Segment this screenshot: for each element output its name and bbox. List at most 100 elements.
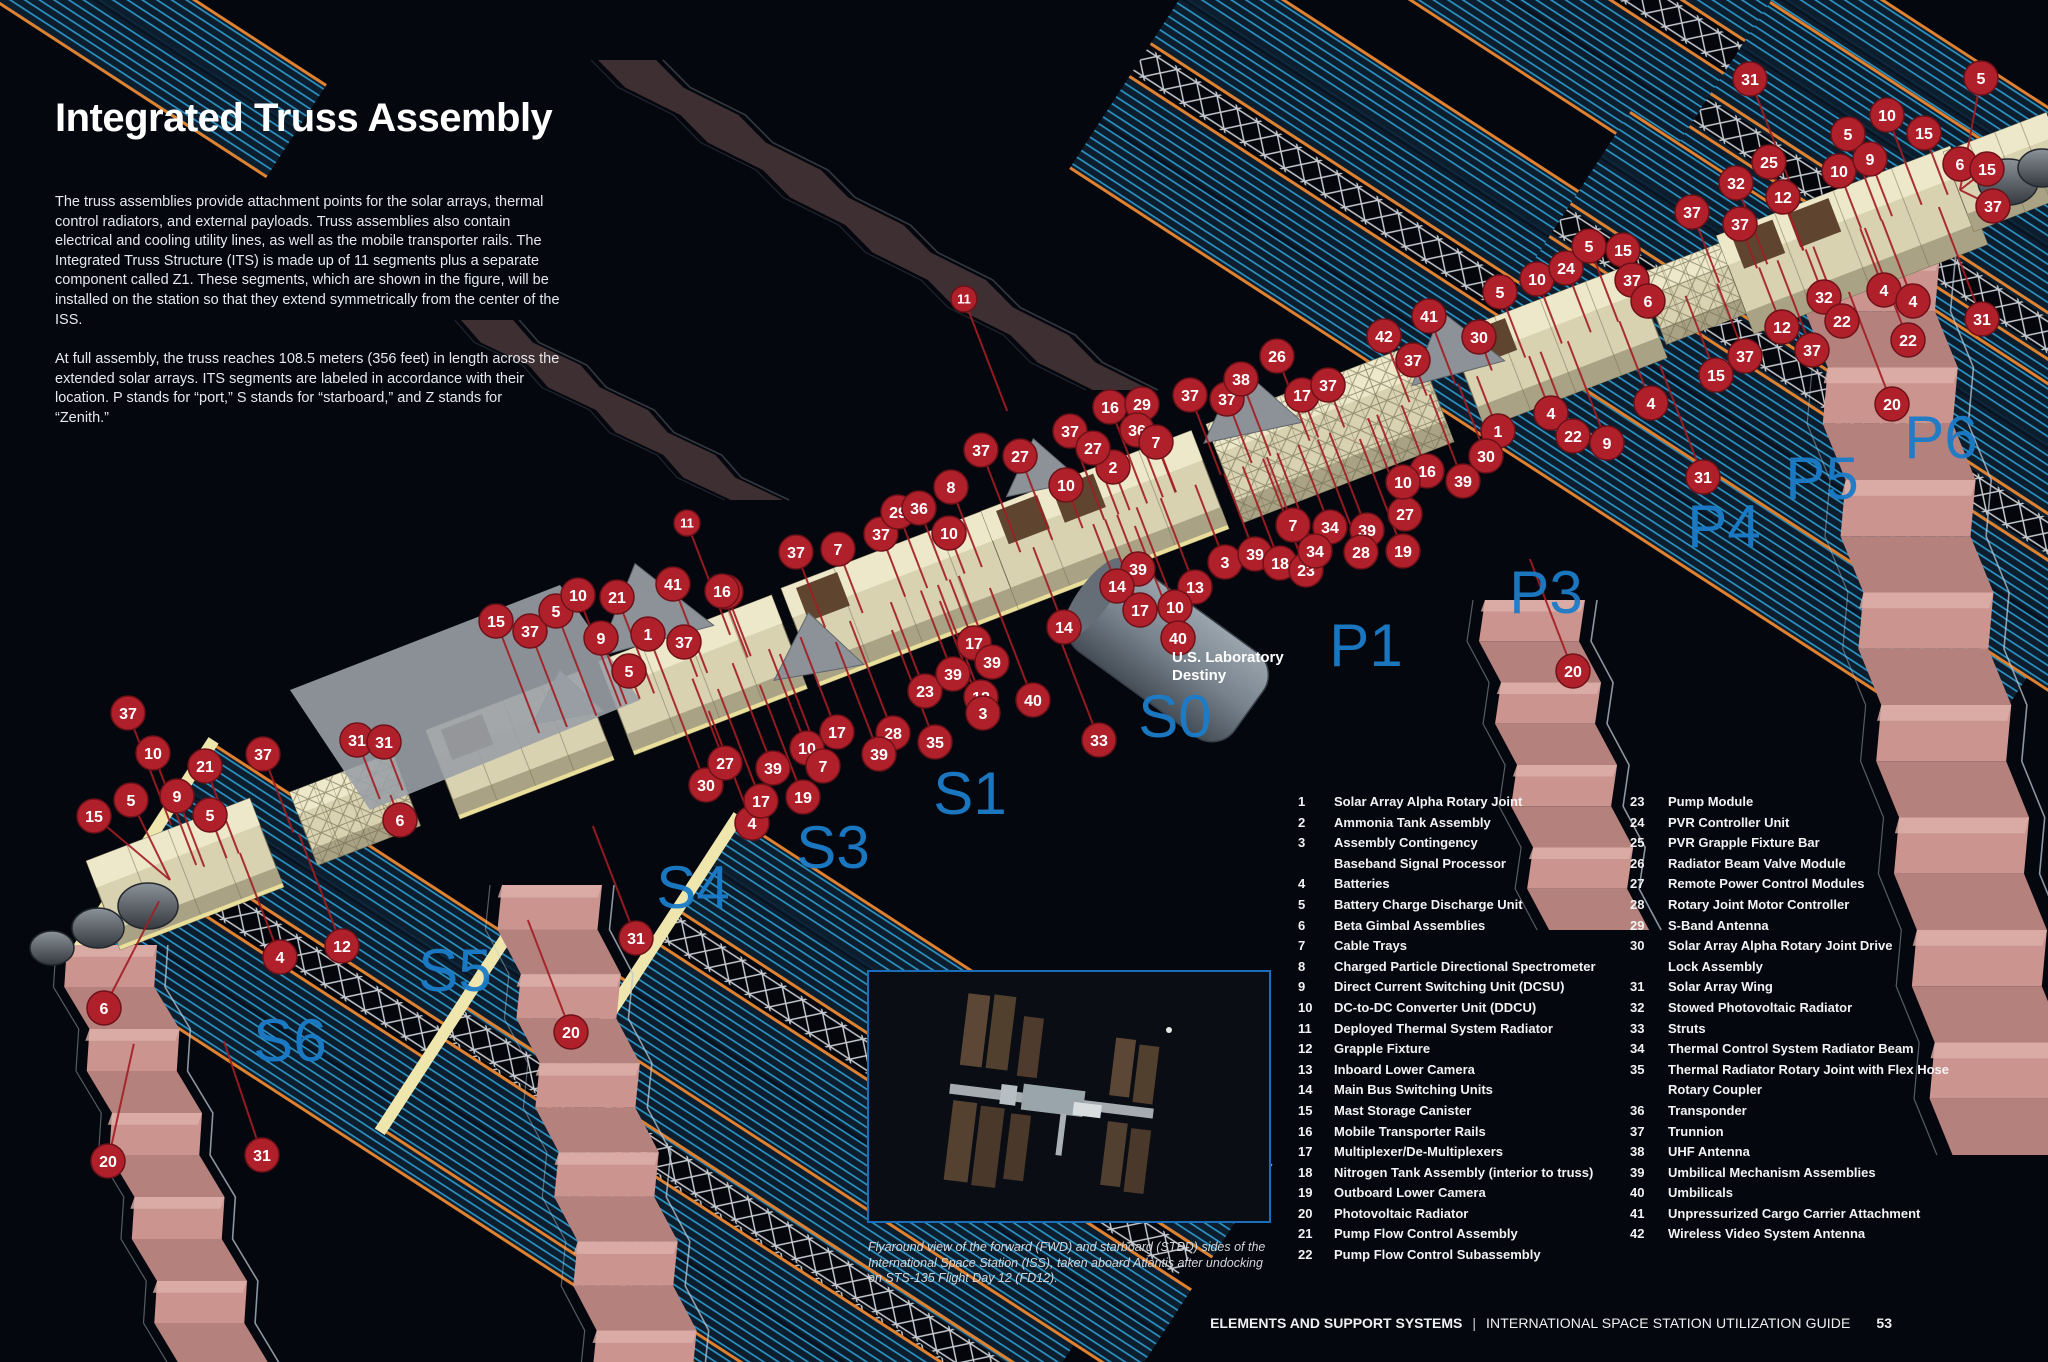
callout-37: 37	[512, 613, 548, 649]
svg-text:17: 17	[828, 725, 846, 742]
svg-text:37: 37	[521, 624, 539, 641]
legend-item-number: 3	[1298, 835, 1306, 851]
callout-leader	[767, 648, 802, 733]
segment-label-S5: S5	[418, 937, 491, 1004]
callout-9: 9	[1852, 141, 1888, 177]
legend-item-label: Pump Module	[1668, 794, 1754, 809]
svg-text:20: 20	[1883, 397, 1901, 414]
footer-guide-label: INTERNATIONAL SPACE STATION UTILIZATION …	[1486, 1315, 1851, 1331]
callout-leader	[1716, 283, 1740, 341]
callout-leader	[1880, 219, 1908, 286]
svg-text:26: 26	[1268, 349, 1286, 366]
callout-12: 12	[324, 928, 360, 964]
callout-leader	[137, 814, 171, 881]
svg-text:39: 39	[1129, 562, 1147, 579]
legend-item-number: 21	[1298, 1226, 1313, 1242]
legend-item-label: Mast Storage Canister	[1334, 1102, 1472, 1118]
callout-7: 7	[805, 748, 841, 784]
segment-label-P1: P1	[1329, 612, 1402, 679]
callout-leader	[731, 662, 768, 753]
svg-text:37: 37	[972, 443, 990, 460]
callout-5: 5	[1571, 228, 1607, 264]
callout-leader	[1859, 228, 1879, 275]
callout-31: 31	[244, 1137, 280, 1173]
svg-text:3: 3	[979, 706, 988, 723]
callout-leader	[727, 606, 749, 658]
svg-text:15: 15	[1614, 243, 1632, 260]
legend-item-label: Baseband Signal Processor	[1334, 855, 1506, 871]
callout-7: 7	[1138, 424, 1174, 460]
legend-item-label: PVR Grapple Fixture Bar	[1668, 835, 1820, 851]
callout-20: 20	[90, 1143, 126, 1179]
svg-text:15: 15	[1707, 368, 1725, 385]
svg-text:37: 37	[1803, 343, 1821, 360]
legend-item-number: 33	[1630, 1020, 1645, 1036]
callout-leader	[936, 584, 976, 682]
callout-37: 37	[778, 534, 814, 570]
footer-divider: |	[1472, 1315, 1477, 1331]
svg-text:39: 39	[983, 655, 1001, 672]
legend-item-label: UHF Antenna	[1668, 1144, 1750, 1160]
callout-leader	[889, 601, 920, 676]
callout-9: 9	[159, 778, 195, 814]
legend-item-label: S-Band Antenna	[1668, 917, 1769, 933]
callout-39: 39	[1445, 463, 1481, 499]
callout-leader	[634, 686, 641, 700]
legend-item-label: Ammonia Tank Assembly	[1334, 814, 1491, 830]
callout-leader	[1542, 294, 1563, 344]
svg-text:37: 37	[1683, 205, 1701, 222]
svg-text:22: 22	[1899, 333, 1917, 350]
callout-12: 12	[1764, 309, 1800, 345]
segment-label-P3: P3	[1509, 559, 1582, 626]
callout-34: 34	[1297, 533, 1333, 569]
legend-item-label: Wireless Video System Antenna	[1668, 1226, 1866, 1242]
callout-leader	[799, 636, 832, 717]
callout-leader	[1658, 364, 1698, 462]
callout-38: 38	[1223, 361, 1259, 397]
svg-text:27: 27	[716, 756, 734, 773]
callout-10: 10	[135, 735, 171, 771]
legend-item-number: 9	[1298, 979, 1306, 995]
callout-31: 31	[618, 920, 654, 956]
star	[1166, 1027, 1172, 1033]
callout-37: 37	[1727, 338, 1763, 374]
svg-text:23: 23	[916, 684, 934, 701]
callout-leader	[1389, 351, 1411, 403]
svg-text:19: 19	[1394, 544, 1412, 561]
legend-item-number: 30	[1630, 938, 1645, 954]
svg-text:29: 29	[1133, 397, 1151, 414]
legend-item-label: Direct Current Switching Unit (DCSU)	[1334, 979, 1565, 995]
callout-21: 21	[599, 579, 635, 615]
legend-item-number: 19	[1298, 1185, 1313, 1201]
callout-37: 37	[110, 695, 146, 731]
callout-7: 7	[820, 531, 856, 567]
title-block: Integrated Truss Assembly The truss asse…	[55, 96, 575, 449]
svg-text:20: 20	[562, 1025, 580, 1042]
callout-leader	[1758, 267, 1777, 312]
svg-text:30: 30	[1477, 449, 1495, 466]
callout-6: 6	[86, 990, 122, 1026]
svg-text:37: 37	[1218, 392, 1236, 409]
svg-text:15: 15	[1915, 126, 1933, 143]
legend-item-number: 27	[1630, 876, 1645, 892]
svg-text:20: 20	[1564, 664, 1582, 681]
legend-item-number: 23	[1630, 794, 1645, 809]
radiator-panel	[484, 884, 710, 1362]
svg-text:10: 10	[940, 526, 958, 543]
callout-1: 1	[630, 616, 666, 652]
callout-leader	[1697, 227, 1721, 284]
legend-item-label: Stowed Photovoltaic Radiator	[1668, 999, 1853, 1015]
callout-10: 10	[1821, 153, 1857, 189]
callout-16: 16	[704, 573, 740, 609]
legend-item-number: 17	[1298, 1144, 1313, 1160]
callout-31: 31	[339, 722, 375, 758]
callout-leader	[1875, 174, 1893, 217]
callout-leader	[1457, 383, 1481, 441]
legend-item-number: 28	[1630, 896, 1645, 912]
callout-leader	[1959, 189, 1979, 200]
callout-leader	[1847, 291, 1887, 389]
callout-5: 5	[1963, 60, 1999, 96]
